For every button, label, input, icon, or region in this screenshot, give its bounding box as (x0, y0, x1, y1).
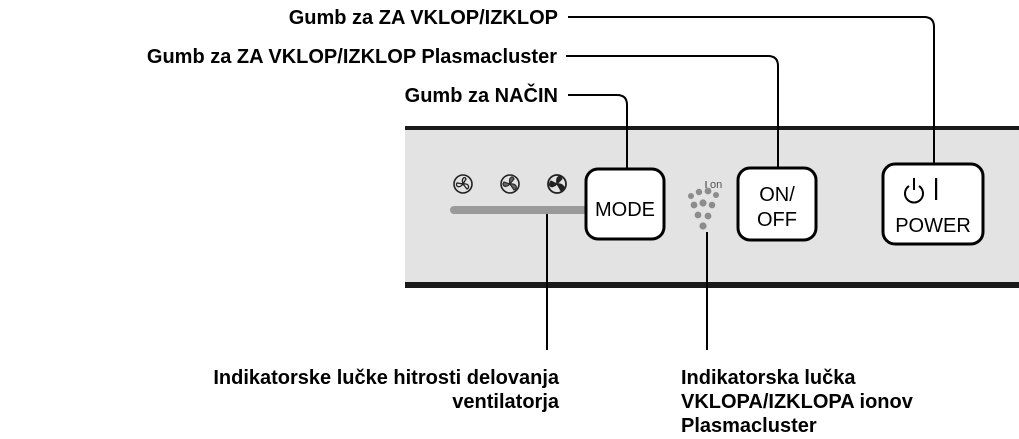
onoff-button-label-line2: OFF (757, 209, 797, 231)
panel-bottom-edge (405, 282, 1019, 288)
label-plasmacluster-button: Gumb za ZA VKLOP/IZKLOP Plasmacluster (147, 46, 557, 68)
mode-button-label: MODE (595, 199, 655, 221)
label-ion-line2: VKLOPA/IZKLOPA ionov (681, 391, 914, 413)
power-button-label: POWER (895, 215, 971, 237)
fan-speed-indicator-bar (450, 206, 590, 214)
onoff-button-label-line1: ON/ (759, 184, 795, 206)
label-fan-speed-line2: ventilatorja (452, 391, 560, 413)
ion-indicator-lamp: on (688, 179, 722, 230)
leader-lines (546, 16, 935, 350)
fan-low-icon (453, 174, 473, 194)
label-power-button: Gumb za ZA VKLOP/IZKLOP (289, 7, 558, 29)
panel-top-edge (405, 126, 1019, 130)
leader-power (568, 16, 935, 164)
label-ion-line1: Indikatorska lučka (681, 367, 856, 389)
leader-plasmacluster (566, 55, 779, 168)
mode-button[interactable]: MODE (584, 167, 666, 241)
ion-indicator-label: on (710, 179, 722, 191)
label-ion-line3: Plasmacluster (681, 415, 817, 437)
leader-mode (568, 94, 628, 169)
power-button[interactable]: POWER (881, 162, 985, 246)
power-icon (904, 178, 938, 204)
fan-medium-icon (500, 174, 520, 194)
fan-high-icon (547, 174, 567, 194)
label-fan-speed-line1: Indikatorske lučke hitrosti delovanja (213, 367, 560, 389)
plasmacluster-onoff-button[interactable]: ON/ OFF (736, 166, 818, 242)
label-mode-button: Gumb za NAČIN (405, 83, 558, 107)
